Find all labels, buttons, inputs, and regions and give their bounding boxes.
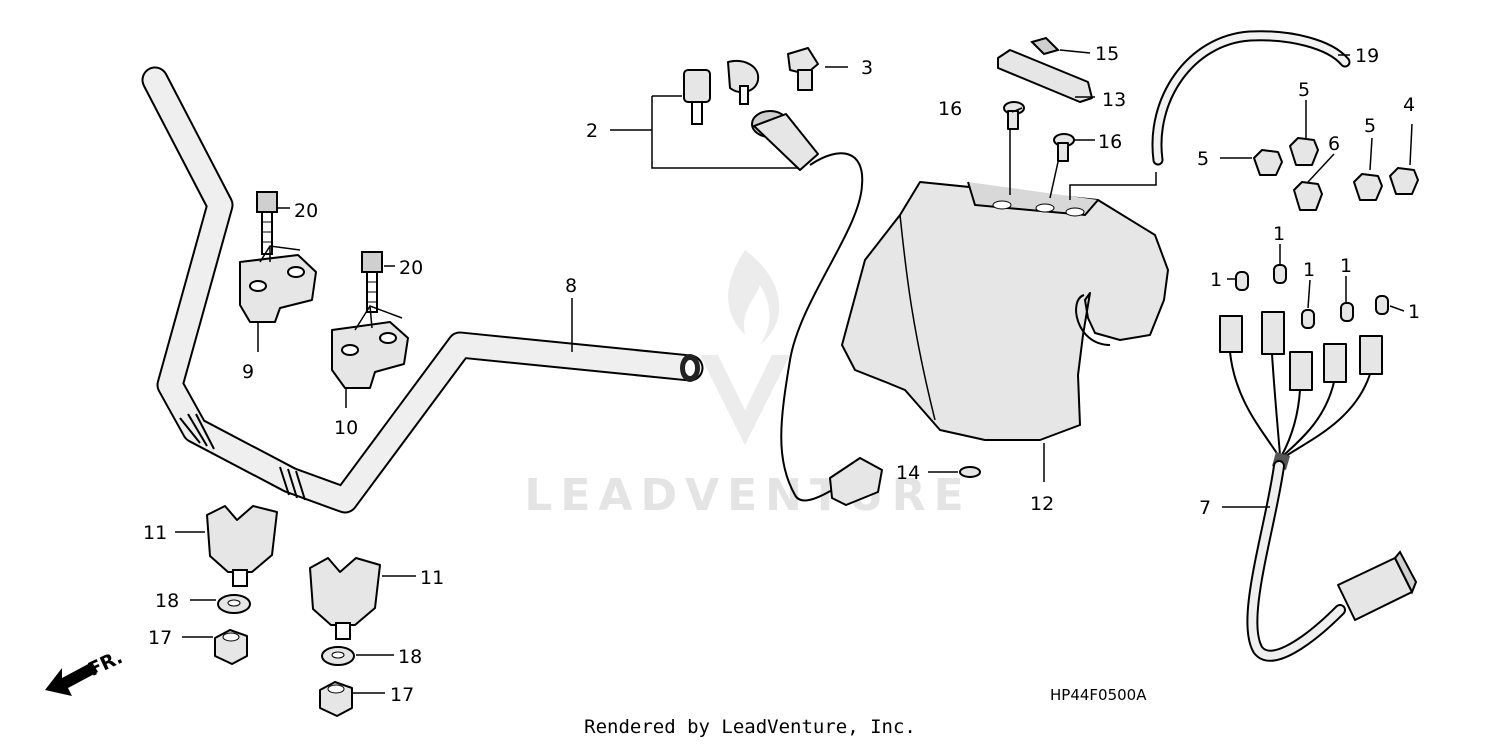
credit-line: Rendered by LeadVenture, Inc. bbox=[584, 716, 916, 738]
handlebar-cover-12 bbox=[841, 181, 1169, 441]
callout-5c: 5 bbox=[1197, 148, 1209, 170]
callout-9: 9 bbox=[242, 361, 254, 383]
screw-16b bbox=[1053, 133, 1075, 162]
callout-20b: 20 bbox=[399, 257, 423, 279]
socket-grommets bbox=[1253, 137, 1419, 211]
callout-2: 2 bbox=[586, 120, 598, 142]
callout-7: 7 bbox=[1199, 497, 1211, 519]
callout-16a: 16 bbox=[938, 98, 962, 120]
callout-10: 10 bbox=[334, 417, 358, 439]
callout-1c: 1 bbox=[1303, 259, 1315, 281]
callout-6: 6 bbox=[1328, 133, 1340, 155]
callout-18a: 18 bbox=[155, 590, 179, 612]
ignition-switch bbox=[751, 110, 883, 506]
callout-5b: 5 bbox=[1364, 115, 1376, 137]
handlebar bbox=[141, 66, 704, 514]
callout-3: 3 bbox=[861, 57, 873, 79]
screw-16a bbox=[1003, 101, 1025, 130]
indicator-lens-13 bbox=[997, 49, 1093, 103]
callout-1b: 1 bbox=[1273, 223, 1285, 245]
bolt-20b bbox=[361, 251, 383, 313]
callout-12: 12 bbox=[1030, 493, 1054, 515]
nut-17b bbox=[319, 681, 353, 717]
callout-1d: 1 bbox=[1340, 255, 1352, 277]
callout-17b: 17 bbox=[390, 684, 414, 706]
leader-lines bbox=[175, 49, 1413, 694]
upper-holder-10 bbox=[331, 321, 409, 389]
bolt-20a bbox=[256, 191, 278, 255]
clip-15 bbox=[1030, 36, 1060, 56]
lower-holder-11a bbox=[206, 505, 278, 587]
callout-8: 8 bbox=[565, 275, 577, 297]
direction-label: FR. bbox=[85, 646, 126, 681]
watermark-text: LEADVENTURE bbox=[524, 470, 971, 521]
watermark: LEADVENTURE bbox=[524, 250, 971, 521]
diagram-code: HP44F0500A bbox=[1050, 686, 1147, 704]
front-direction-arrow: FR. bbox=[45, 646, 126, 696]
lower-holder-11b bbox=[309, 557, 381, 640]
callout-4: 4 bbox=[1403, 94, 1415, 116]
callout-15: 15 bbox=[1095, 43, 1119, 65]
callout-1e: 1 bbox=[1408, 301, 1420, 323]
callout-18b: 18 bbox=[398, 646, 422, 668]
callout-20a: 20 bbox=[294, 200, 318, 222]
nut-17a bbox=[214, 629, 248, 665]
key-set bbox=[683, 60, 760, 125]
callout-13: 13 bbox=[1102, 89, 1126, 111]
callouts: 1 1 1 1 1 2 3 4 5 5 5 6 7 8 9 10 11 11 1… bbox=[143, 43, 1420, 706]
callout-14: 14 bbox=[896, 462, 920, 484]
upper-holder-9 bbox=[239, 254, 317, 323]
callout-17a: 17 bbox=[148, 627, 172, 649]
nut-14 bbox=[959, 466, 981, 478]
cover-3 bbox=[787, 47, 819, 91]
callout-19: 19 bbox=[1355, 45, 1379, 67]
callout-11b: 11 bbox=[420, 567, 444, 589]
callout-16b: 16 bbox=[1098, 131, 1122, 153]
tube-19 bbox=[1151, 30, 1351, 166]
callout-1a: 1 bbox=[1210, 269, 1222, 291]
bulbs bbox=[1235, 264, 1389, 329]
callout-5a: 5 bbox=[1298, 79, 1310, 101]
callout-11a: 11 bbox=[143, 522, 167, 544]
wire-harness-7 bbox=[1219, 311, 1418, 662]
